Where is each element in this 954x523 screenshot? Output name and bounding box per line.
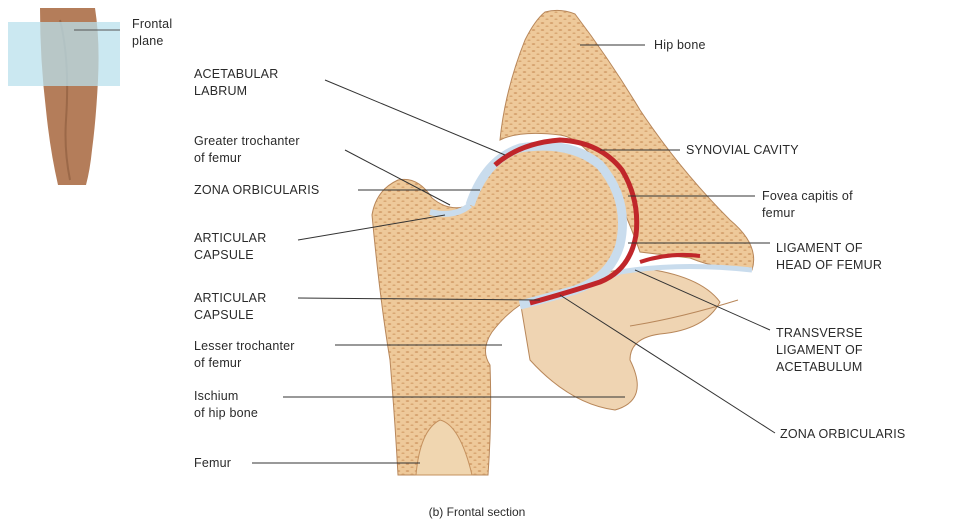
label-hip-bone: Hip bone bbox=[654, 37, 706, 54]
label-zona-orbicularis-right: ZONA ORBICULARIS bbox=[780, 426, 905, 443]
label-femur: Femur bbox=[194, 455, 231, 472]
body-thumbnail bbox=[8, 8, 120, 185]
label-synovial-cavity: SYNOVIAL CAVITY bbox=[686, 142, 799, 159]
frontal-plane-rect bbox=[8, 22, 120, 86]
label-zona-orbicularis-left: ZONA ORBICULARIS bbox=[194, 182, 319, 199]
figure-caption: (b) Frontal section bbox=[0, 505, 954, 519]
